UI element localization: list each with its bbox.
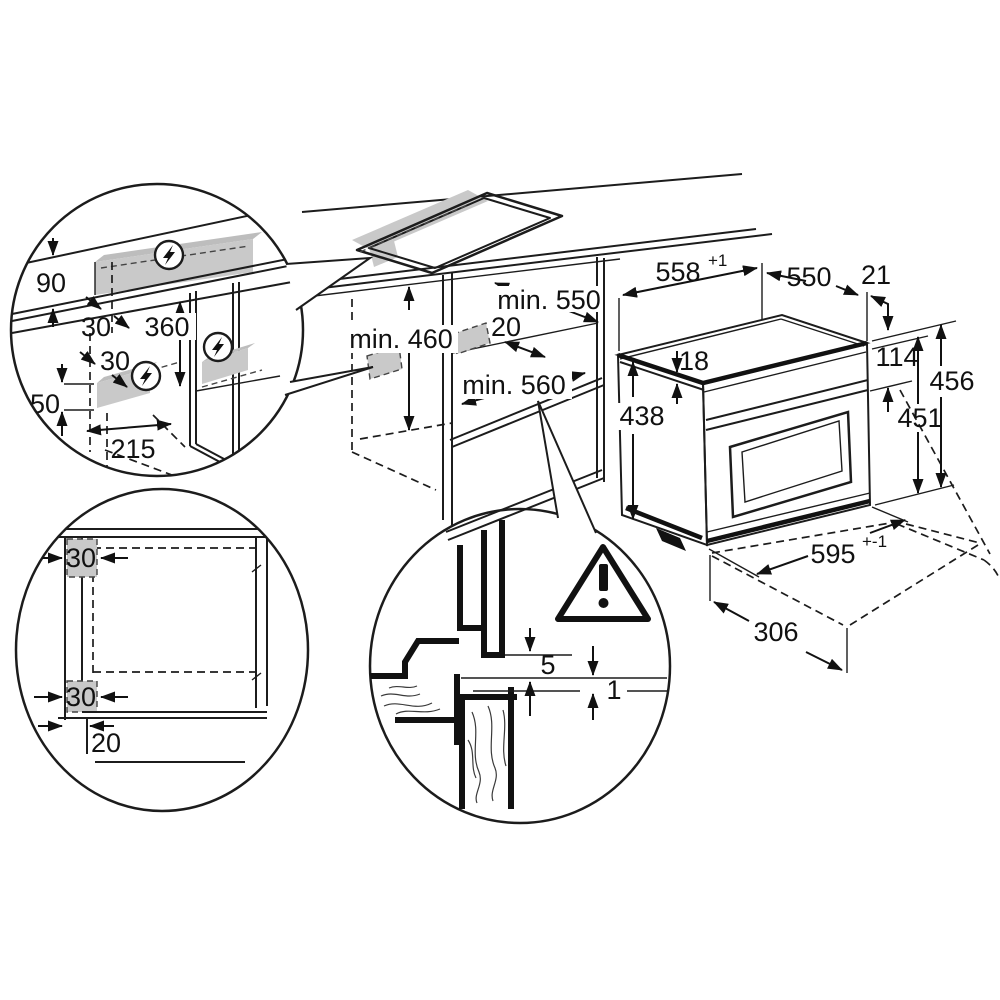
dim-label-1: 1: [606, 675, 621, 705]
clearance-zone-top: [67, 539, 97, 577]
dim-18: 18: [671, 346, 709, 404]
front-clearance-circle: [14, 487, 310, 813]
dim-label-558-tol: +1: [708, 251, 727, 270]
lightning-icon-2: [202, 331, 234, 363]
callout-wedge-bottom: [284, 366, 374, 396]
dim-label-30-front-top: 30: [66, 543, 96, 573]
dim-label-558: 558: [655, 257, 700, 287]
dim-1: 1: [587, 646, 622, 720]
worktop-assembly: [301, 173, 773, 298]
dim-456: 456: [929, 324, 975, 488]
dim-label-20-niche: 20: [491, 312, 521, 342]
hob-hidden-edge: [359, 203, 471, 253]
dim-label-50: 50: [30, 389, 60, 419]
oven-frame-profile: [457, 545, 487, 631]
niche-connection-zone: [453, 323, 490, 354]
dim-label-5: 5: [540, 650, 555, 680]
electrical-detail-circle: [9, 182, 305, 478]
dim-438: 438: [617, 361, 668, 520]
wood-grain: [380, 685, 507, 804]
lightning-icon-3: [130, 360, 162, 392]
dim-20-niche: 20: [491, 312, 546, 358]
door-profile: [481, 520, 505, 658]
dim-label-306: 306: [753, 617, 798, 647]
dim-label-30-mid: 30: [100, 346, 130, 376]
dim-label-595-tol: +-1: [862, 532, 887, 551]
connection-zone-right: [202, 348, 248, 384]
dim-114: 114: [875, 342, 919, 412]
dim-label-30-front-bottom: 30: [66, 682, 96, 712]
control-panel-bottom: [705, 379, 869, 421]
dim-min560: min. 560: [456, 370, 586, 406]
dim-360: 360: [139, 301, 196, 387]
dim-215: 215: [86, 419, 172, 464]
dim-label-min550: min. 550: [497, 285, 601, 315]
dim-558: 558 +1: [622, 251, 758, 298]
dim-label-550: 550: [786, 262, 831, 292]
wall-line: [301, 173, 743, 213]
side-connection-zone: [367, 346, 402, 379]
counter-underside: [305, 258, 621, 298]
dim-label-360: 360: [144, 312, 189, 342]
dim-label-30-top: 30: [81, 312, 111, 342]
dim-20-front: 20: [38, 720, 121, 758]
dim-30-front-bottom: 30: [34, 682, 128, 712]
oven: 558 +1 550 21 18 114 456: [614, 251, 1000, 673]
cabinet-niche: min. 460 min. 550 20 min. 560: [344, 257, 605, 541]
dim-30-top: 30: [81, 295, 130, 342]
front-clearance-detail: 30 30 20: [14, 487, 310, 813]
dim-90: 90: [36, 238, 66, 327]
callout-wedge-gap: [537, 400, 597, 534]
dim-label-90: 90: [36, 268, 66, 298]
dim-label-215: 215: [110, 434, 155, 464]
dim-50: 50: [30, 364, 94, 436]
gap-detail-circle: [368, 507, 672, 825]
dim-label-min460: min. 460: [349, 324, 453, 354]
dim-label-456: 456: [929, 366, 974, 396]
callout-wedge-top: [285, 256, 374, 311]
oven-top-trim: [617, 340, 868, 386]
dim-550: 550: [766, 262, 859, 296]
dim-label-595: 595: [810, 539, 855, 569]
warning-triangle-icon: [555, 544, 651, 622]
hob-cutout-outer: [355, 191, 564, 275]
dim-595: 595 +-1: [756, 519, 906, 575]
oven-front-face: [701, 341, 872, 547]
dim-label-451: 451: [897, 403, 942, 433]
dim-label-min560: min. 560: [462, 370, 566, 400]
dim-5: 5: [524, 628, 556, 716]
lightning-icon-1: [153, 239, 185, 271]
door-bottom-edge: [706, 498, 871, 544]
door-window-inner: [741, 420, 843, 503]
dim-min460: min. 460: [344, 286, 458, 431]
clearance-zone-bottom: [67, 681, 97, 712]
dim-min550: min. 550: [494, 282, 601, 323]
oven-foot: [656, 528, 686, 551]
dim-21: 21: [861, 260, 894, 331]
counter-front-bottom: [305, 233, 773, 291]
electrical-detail: 90 30 360 30: [9, 182, 374, 478]
dim-label-114: 114: [875, 342, 918, 372]
dim-label-21: 21: [861, 260, 891, 290]
dim-451: 451: [897, 336, 943, 494]
door-window-outer: [728, 410, 853, 519]
oven-left-face: [616, 353, 709, 547]
dim-30-mid: 30: [79, 346, 130, 388]
dim-label-20-front: 20: [91, 728, 121, 758]
counter-front-top: [305, 228, 757, 284]
worktop-profile: [370, 638, 459, 679]
dim-306: 306: [713, 601, 843, 671]
dim-label-438: 438: [619, 401, 664, 431]
dim-label-18: 18: [679, 346, 709, 376]
gap-detail: 5 1: [368, 400, 672, 825]
